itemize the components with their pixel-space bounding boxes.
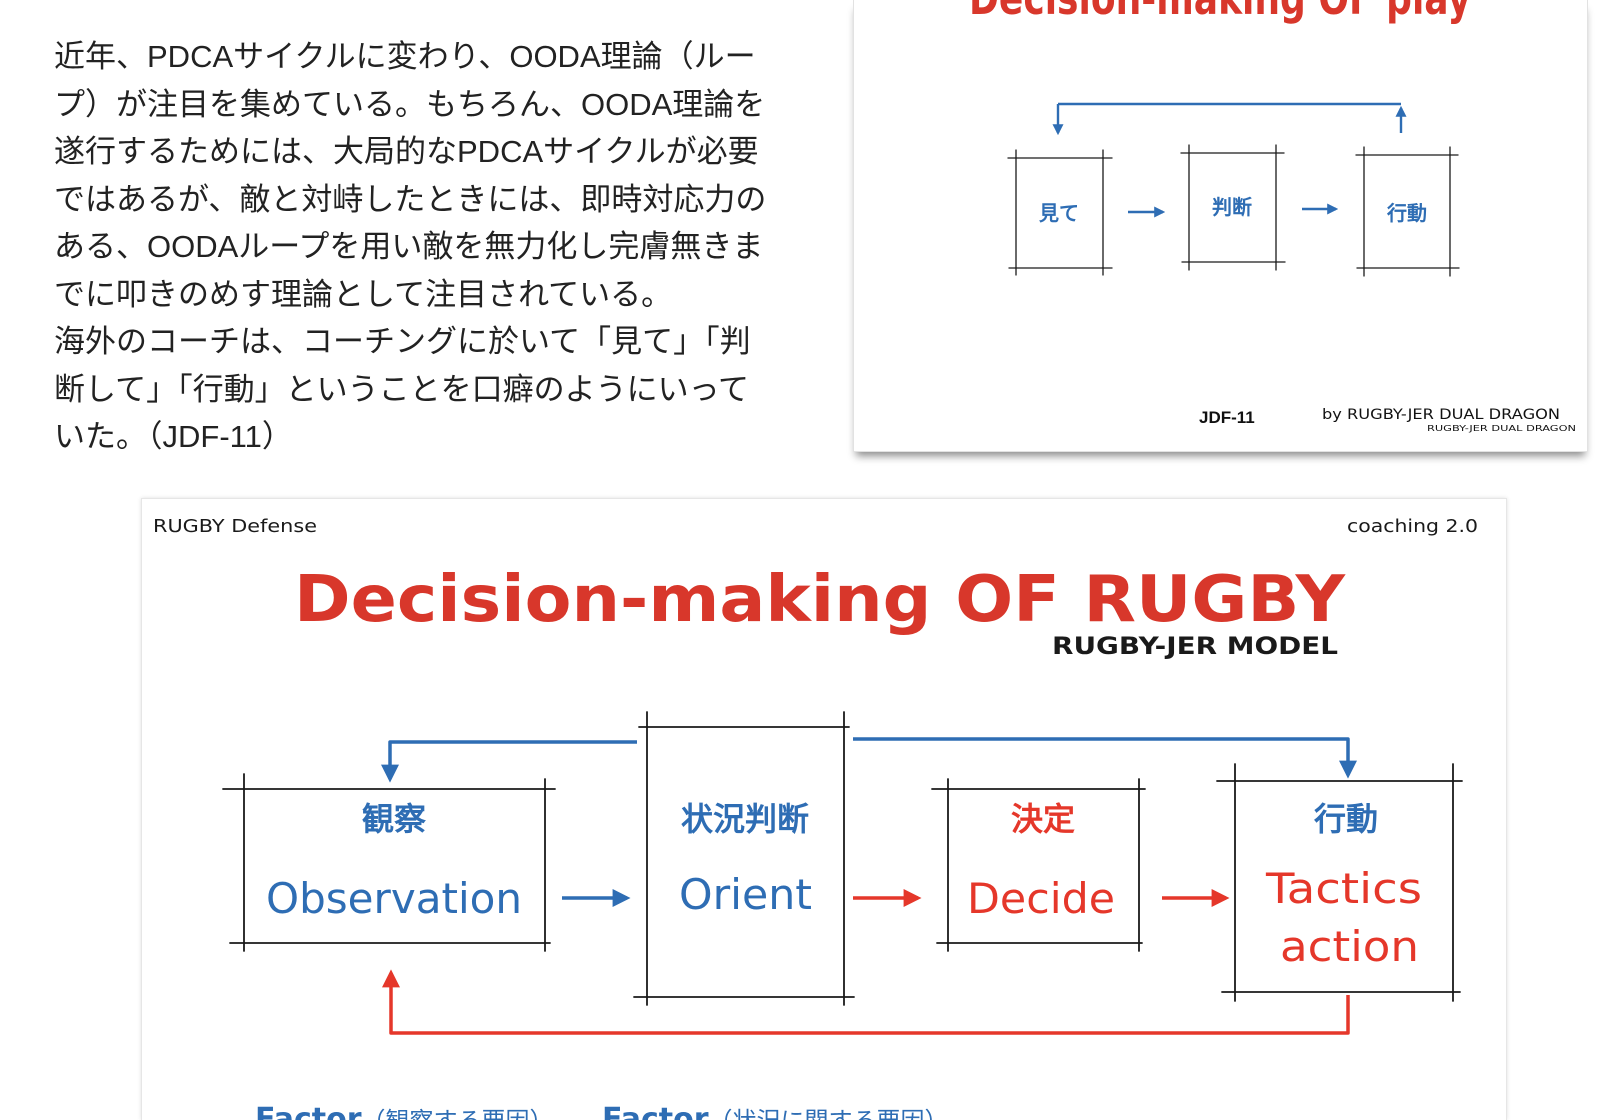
loop-arrow-orient-to-action (853, 737, 1357, 779)
stage-jp-orient: 状況判断 (681, 800, 809, 838)
article-paragraph-1: 近年、PDCAサイクルに変わり、OODA理論（ルー プ）が注目を集めている。もち… (54, 33, 834, 318)
loop-arrow-orient-to-observation (381, 740, 637, 783)
factor-word: Factor (602, 1102, 709, 1120)
step-box-judge: 判断 (1180, 144, 1286, 271)
article-line: 断して」「行動」ということを口癖のようにいって (54, 371, 750, 407)
slide-credit: by RUGBY-JER DUAL DRAGON (1322, 407, 1560, 423)
step-label-look: 見て (1039, 201, 1079, 225)
stage-jp-decide: 決定 (1011, 800, 1075, 838)
factor-word: Factor (255, 1102, 362, 1120)
slide-header-left: RUGBY Defense (153, 516, 317, 537)
article-paragraph-2: 海外のコーチは、コーチングに於いて「見て」「判 断して」「行動」ということを口癖… (54, 318, 834, 461)
step-label-act: 行動 (1386, 201, 1427, 225)
article-line: いた。（JDF-11） (54, 419, 293, 454)
stage-box-observation: 観察 Observation (222, 773, 556, 952)
slide-title: Decision-making OF RUGBY (294, 563, 1346, 637)
step-box-look: 見て (1007, 149, 1113, 276)
factor-note: （観察する要因） (362, 1108, 554, 1120)
article-line: 遂行するためには、大局的なPDCAサイクルが必要 (54, 134, 759, 169)
top-slide-diagram: Decision-making OF play 見て 判断 (969, 0, 1576, 433)
article-line: ではあるが、敵と対峙したときには、即時対応力の (54, 181, 767, 217)
stage-box-decide: 決定 Decide (931, 778, 1146, 952)
slide-credit-small: RUGBY-JER DUAL DRAGON (1427, 424, 1576, 433)
article-line: 近年、PDCAサイクルに変わり、OODA理論（ルー (54, 39, 756, 74)
article-line: 海外のコーチは、コーチングに於いて「見て」「判 (54, 324, 751, 359)
stage-box-orient: 状況判断 Orient (633, 711, 855, 1006)
slide-code: JDF-11 (1199, 408, 1255, 427)
article-line: でに叩きのめす理論として注目されている。 (54, 276, 673, 312)
bottom-slide-diagram: RUGBY Defense coaching 2.0 Decision-maki… (153, 516, 1478, 1120)
stage-en-decide: Decide (967, 874, 1115, 923)
factor-orient: Factor（状況に関する要因） (602, 1102, 949, 1120)
slide-header-right: coaching 2.0 (1347, 516, 1478, 537)
step-box-act: 行動 (1355, 146, 1460, 277)
top-slide-title: Decision-making OF play (969, 0, 1471, 25)
article-body: 近年、PDCAサイクルに変わり、OODA理論（ルー プ）が注目を集めている。もち… (54, 33, 834, 463)
stage-jp-action: 行動 (1314, 800, 1378, 838)
loop-arrow-action-to-observation (382, 969, 1350, 1035)
slide-image-decision-making-of-rugby: RUGBY Defense coaching 2.0 Decision-maki… (141, 498, 1507, 1120)
stage-en-orient: Orient (679, 870, 812, 919)
slide-image-decision-making-of-play: Decision-making OF play 見て 判断 (853, 0, 1588, 452)
stage-box-action: 行動 Tactics action (1216, 763, 1463, 1002)
article-line: ある、OODAループを用い敵を無力化し完膚無きま (54, 229, 764, 264)
factor-observation: Factor（観察する要因） (255, 1102, 554, 1120)
article-line: プ）が注目を集めている。もちろん、OODA理論を (54, 86, 766, 122)
stage-jp-observation: 観察 (362, 800, 426, 838)
stage-en-action-line2: action (1280, 922, 1419, 971)
slide-subtitle: RUGBY-JER MODEL (1052, 632, 1338, 660)
stage-en-action-line1: Tactics (1265, 864, 1422, 913)
factor-note: （状況に関する要因） (709, 1108, 949, 1120)
step-label-judge: 判断 (1212, 195, 1252, 219)
stage-en-observation: Observation (266, 874, 522, 923)
